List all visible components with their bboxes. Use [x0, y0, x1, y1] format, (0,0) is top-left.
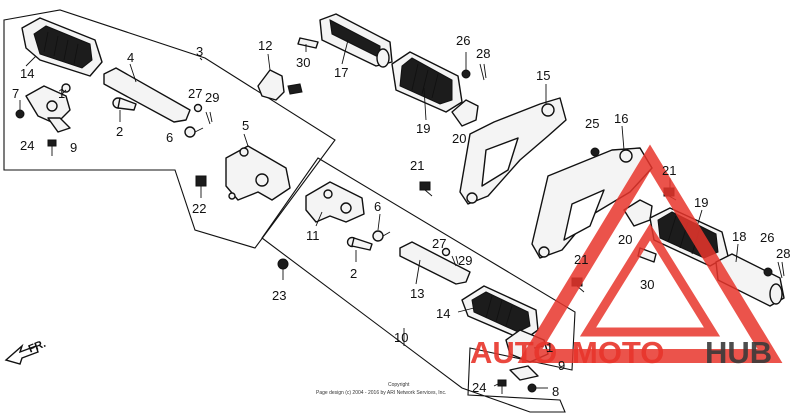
copyright-title: Copyright — [388, 382, 410, 388]
pivot-pin-2-right — [346, 236, 373, 251]
washer-20-upper — [451, 99, 479, 127]
callout-21a: 21 — [410, 158, 424, 173]
spring-clip-9-right — [509, 365, 539, 381]
bolt-23 — [277, 258, 289, 280]
leader-lines — [19, 39, 739, 389]
step-holder-5 — [225, 145, 291, 201]
callout-21b: 21 — [662, 163, 676, 178]
bracket-12 — [257, 69, 303, 101]
nut-25 — [590, 147, 600, 157]
callout-27a: 27 — [188, 86, 202, 101]
washer-27-left — [193, 103, 203, 113]
footpeg-bracket-1-left — [25, 85, 71, 125]
left-assembly-frame — [3, 9, 336, 249]
callout-1b: 1 — [546, 340, 553, 355]
step-bracket-16 — [531, 147, 653, 259]
callout-13: 13 — [410, 286, 424, 301]
callout-5: 5 — [242, 118, 249, 133]
callout-3: 3 — [196, 44, 203, 59]
callout-30b: 30 — [640, 277, 654, 292]
callout-14a: 14 — [20, 66, 34, 81]
callout-26a: 26 — [456, 33, 470, 48]
callout-6b: 6 — [374, 199, 381, 214]
callout-1a: 1 — [58, 86, 65, 101]
callout-28a: 28 — [476, 46, 490, 61]
callout-16: 16 — [614, 111, 628, 126]
callout-15: 15 — [536, 68, 550, 83]
footpeg-rubber-14-right — [461, 285, 539, 341]
nut-8 — [527, 383, 537, 393]
callout-numbers: 14 1 7 9 24 4 3 2 27 29 6 5 22 12 30 17 … — [12, 33, 790, 399]
footpeg-rubber-19-upper — [391, 51, 463, 113]
return-spring-6-left — [184, 126, 204, 138]
washer-20-right — [623, 199, 653, 227]
footpeg-rubber-14-left — [21, 17, 103, 77]
callout-25: 25 — [585, 116, 599, 131]
callout-2a: 2 — [116, 124, 123, 139]
cotter-pin-28-right — [777, 261, 785, 279]
return-spring-6-right — [372, 230, 391, 242]
cotter-pin-29-right — [451, 255, 459, 267]
callout-8: 8 — [552, 384, 559, 399]
bolt-24-right — [497, 379, 507, 394]
bolt-24-left — [47, 139, 57, 156]
footpeg-bar-4 — [103, 67, 191, 123]
footpeg-grip-17 — [319, 13, 393, 68]
watermark-moto: MOTO — [572, 335, 664, 370]
callout-19a: 19 — [416, 121, 430, 136]
callout-11: 11 — [306, 228, 320, 243]
copyright-line: Page design (c) 2004 - 2016 by ARI Netwo… — [316, 390, 446, 396]
callout-14b: 14 — [436, 306, 450, 321]
callout-29b: 29 — [458, 253, 472, 268]
callout-30a: 30 — [296, 55, 310, 70]
watermark-hub: HUB — [705, 335, 772, 370]
step-bracket-15 — [459, 97, 567, 205]
callout-9b: 9 — [558, 358, 565, 373]
callout-21c: 21 — [574, 252, 588, 267]
nut-26-right — [763, 267, 773, 277]
callout-20b: 20 — [618, 232, 632, 247]
step-holder-11 — [305, 181, 365, 223]
bolt-22 — [195, 175, 207, 198]
callout-27b: 27 — [432, 236, 446, 251]
callout-10: 10 — [394, 330, 408, 345]
pin-30-left — [297, 37, 319, 49]
front-direction-arrow: FR. — [4, 338, 48, 365]
callout-9a: 9 — [70, 140, 77, 155]
bolt-21-upper — [419, 181, 433, 197]
watermark-triangle-outer — [517, 144, 783, 363]
callout-6a: 6 — [166, 130, 173, 145]
callout-12: 12 — [258, 38, 272, 53]
nut-7 — [15, 109, 25, 119]
callout-2b: 2 — [350, 266, 357, 281]
callout-17: 17 — [334, 65, 348, 80]
callout-7: 7 — [12, 86, 19, 101]
callout-28b: 28 — [776, 246, 790, 261]
footpeg-bar-13 — [399, 241, 471, 285]
nut-26-upper — [461, 69, 471, 79]
watermark-logo: AUTO MOTO HUB — [470, 144, 783, 370]
cotter-pin-29-left — [205, 111, 213, 125]
callout-18: 18 — [732, 229, 746, 244]
callout-24b: 24 — [472, 380, 486, 395]
callout-4: 4 — [127, 50, 134, 65]
callout-24a: 24 — [20, 138, 34, 153]
watermark-triangle-inner — [579, 223, 721, 337]
washer-near-1 — [61, 83, 71, 93]
callout-20a: 20 — [452, 131, 466, 146]
callout-22: 22 — [192, 201, 206, 216]
callout-26b: 26 — [760, 230, 774, 245]
spring-clip-9-left — [47, 117, 71, 133]
callout-29a: 29 — [205, 90, 219, 105]
arrow-icon — [4, 343, 39, 365]
washer-27-right — [441, 247, 451, 257]
callout-19b: 19 — [694, 195, 708, 210]
front-label: FR. — [27, 338, 48, 356]
cotter-pin-28-upper — [479, 63, 487, 81]
watermark-auto: AUTO — [470, 335, 557, 370]
pivot-pin-2-left — [112, 97, 137, 111]
footpeg-grip-18 — [715, 253, 785, 307]
callout-23: 23 — [272, 288, 286, 303]
